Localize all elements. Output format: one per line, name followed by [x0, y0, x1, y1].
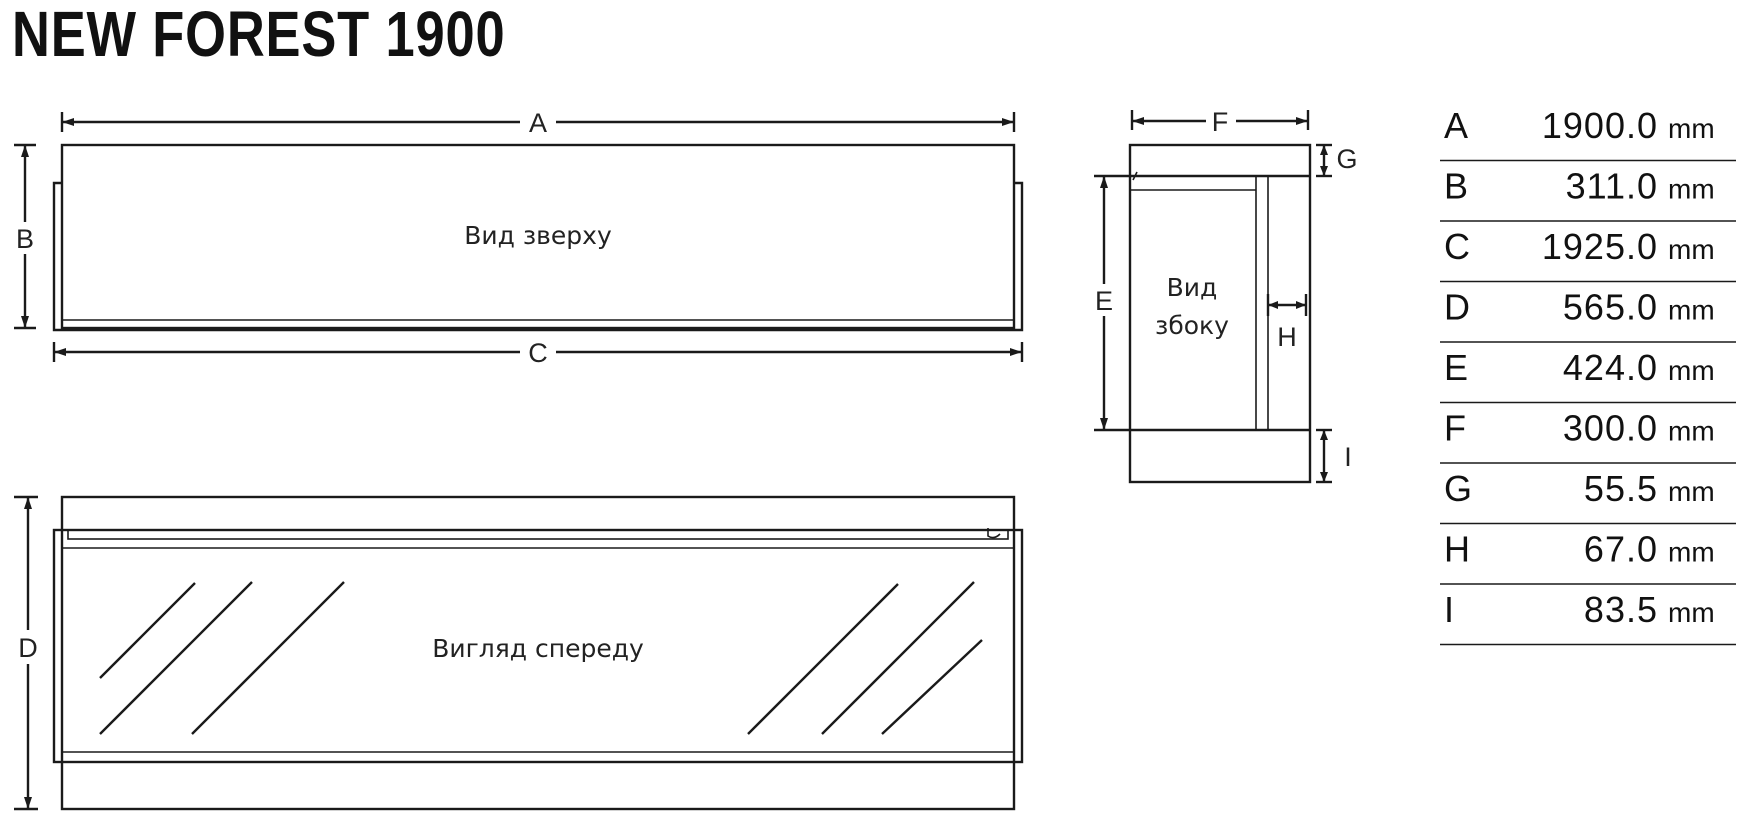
label-b: B: [16, 224, 34, 254]
top-view: Вид зверху A B: [14, 108, 1024, 368]
side-view: Вид збоку F G E: [1094, 107, 1358, 484]
table-row: E 424.0 mm: [1440, 347, 1736, 404]
table-value: 1925.0: [1542, 226, 1658, 267]
table-key: C: [1444, 226, 1470, 267]
side-view-glass-panel: [1255, 175, 1269, 431]
front-view-outline: [60, 495, 1016, 811]
side-view-caption-line2: збоку: [1155, 311, 1229, 340]
table-key: G: [1444, 468, 1472, 509]
front-view-top-trim: [67, 529, 1009, 540]
side-view-outline: [1128, 143, 1312, 484]
table-row: G 55.5 mm: [1440, 468, 1736, 525]
dimension-g: G: [1316, 143, 1358, 178]
top-view-back-profile: [52, 181, 1024, 332]
table-row: A 1900.0 mm: [1440, 105, 1736, 162]
label-a: A: [529, 108, 547, 138]
front-view: Вигляд спереду D: [14, 495, 1024, 811]
front-view-caption: Вигляд спереду: [432, 634, 644, 663]
label-d: D: [18, 633, 38, 663]
table-value: 67.0: [1584, 529, 1658, 570]
table-row: B 311.0 mm: [1440, 166, 1736, 222]
dimension-f: F: [1130, 107, 1310, 137]
top-view-caption: Вид зверху: [464, 221, 612, 250]
table-key: D: [1444, 287, 1470, 328]
side-view-caption-line1: Вид: [1167, 273, 1218, 302]
table-unit: mm: [1668, 113, 1715, 144]
label-h: H: [1277, 322, 1297, 352]
page-title: NEW FOREST 1900: [12, 0, 506, 70]
table-value: 300.0: [1563, 408, 1658, 449]
table-unit: mm: [1668, 597, 1715, 628]
top-view-outline: [60, 143, 1016, 330]
dimension-c: C: [52, 338, 1024, 368]
table-key: B: [1444, 166, 1468, 207]
table-unit: mm: [1668, 174, 1715, 205]
table-value: 424.0: [1563, 347, 1658, 388]
table-unit: mm: [1668, 476, 1715, 507]
dimension-b: B: [14, 143, 36, 330]
dimension-i: I: [1316, 428, 1352, 484]
table-unit: mm: [1668, 537, 1715, 568]
table-row: F 300.0 mm: [1440, 408, 1736, 464]
front-view-hinge: [987, 528, 1001, 539]
table-value: 55.5: [1584, 468, 1658, 509]
glass-reflection-lines: [99, 581, 983, 735]
dimension-h: H: [1266, 294, 1308, 352]
table-row: H 67.0 mm: [1440, 529, 1736, 585]
label-f: F: [1212, 107, 1229, 137]
table-value: 1900.0: [1542, 105, 1658, 146]
dimension-e: E: [1094, 174, 1130, 432]
dimension-d: D: [14, 495, 38, 811]
table-value: 311.0: [1566, 166, 1658, 207]
table-key: E: [1444, 347, 1468, 388]
table-row: I 83.5 mm: [1440, 589, 1736, 646]
table-unit: mm: [1668, 234, 1715, 265]
label-i: I: [1344, 442, 1352, 472]
table-unit: mm: [1668, 416, 1715, 447]
table-unit: mm: [1668, 355, 1715, 386]
table-row: C 1925.0 mm: [1440, 226, 1736, 283]
label-e: E: [1095, 286, 1113, 316]
label-c: C: [528, 338, 548, 368]
table-value: 565.0: [1563, 287, 1658, 328]
table-key: F: [1444, 408, 1466, 449]
table-key: H: [1444, 529, 1470, 570]
table-key: A: [1444, 105, 1468, 146]
table-row: D 565.0 mm: [1440, 287, 1736, 343]
table-value: 83.5: [1584, 589, 1658, 630]
table-unit: mm: [1668, 295, 1715, 326]
label-g: G: [1336, 144, 1357, 174]
table-key: I: [1444, 589, 1454, 630]
dimension-a: A: [60, 108, 1016, 138]
